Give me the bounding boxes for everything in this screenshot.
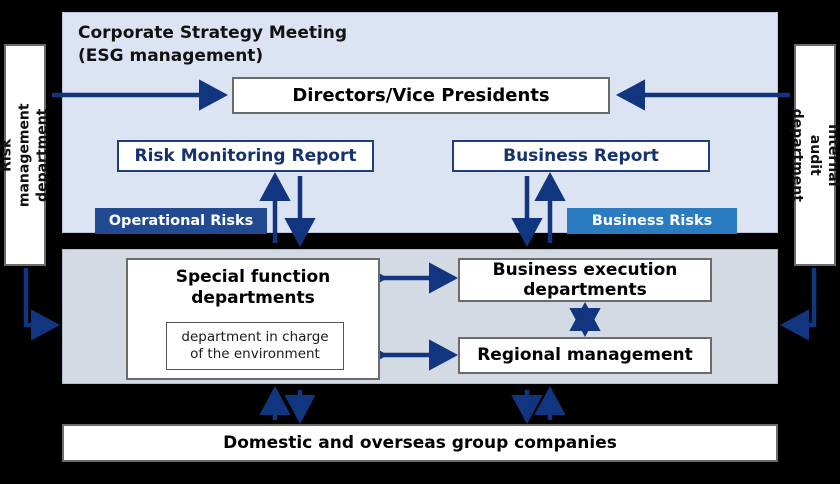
box-business-report[interactable]: Business Report xyxy=(452,140,710,172)
label-risk-management-department[interactable]: Risk management department xyxy=(0,44,51,266)
internal-audit-department-text: Internal audit department xyxy=(788,108,840,202)
page-title: Corporate Strategy Meeting (ESG manageme… xyxy=(78,23,348,66)
box-group-companies[interactable]: Domestic and overseas group companies xyxy=(62,424,778,462)
box-special-function-departments[interactable]: Special function departments department … xyxy=(126,258,380,380)
arrow-audit-to-operations xyxy=(779,268,817,341)
corporate-strategy-panel xyxy=(62,12,778,233)
arrow-riskmgmt-to-operations xyxy=(23,268,61,341)
special-function-departments-label: Special function departments xyxy=(175,267,331,309)
badge-operational-risks: Operational Risks xyxy=(95,208,267,234)
risk-management-department-text: Risk management department xyxy=(0,103,52,207)
box-risk-monitoring-report[interactable]: Risk Monitoring Report xyxy=(117,140,374,172)
box-business-execution-departments[interactable]: Business execution departments xyxy=(458,258,712,302)
label-internal-audit-department[interactable]: Internal audit department xyxy=(789,44,840,266)
badge-business-risks: Business Risks xyxy=(567,208,737,234)
box-directors-vice-presidents[interactable]: Directors/Vice Presidents xyxy=(232,77,610,114)
box-environment-department[interactable]: department in charge of the environment xyxy=(166,322,344,370)
box-regional-management[interactable]: Regional management xyxy=(458,337,712,374)
